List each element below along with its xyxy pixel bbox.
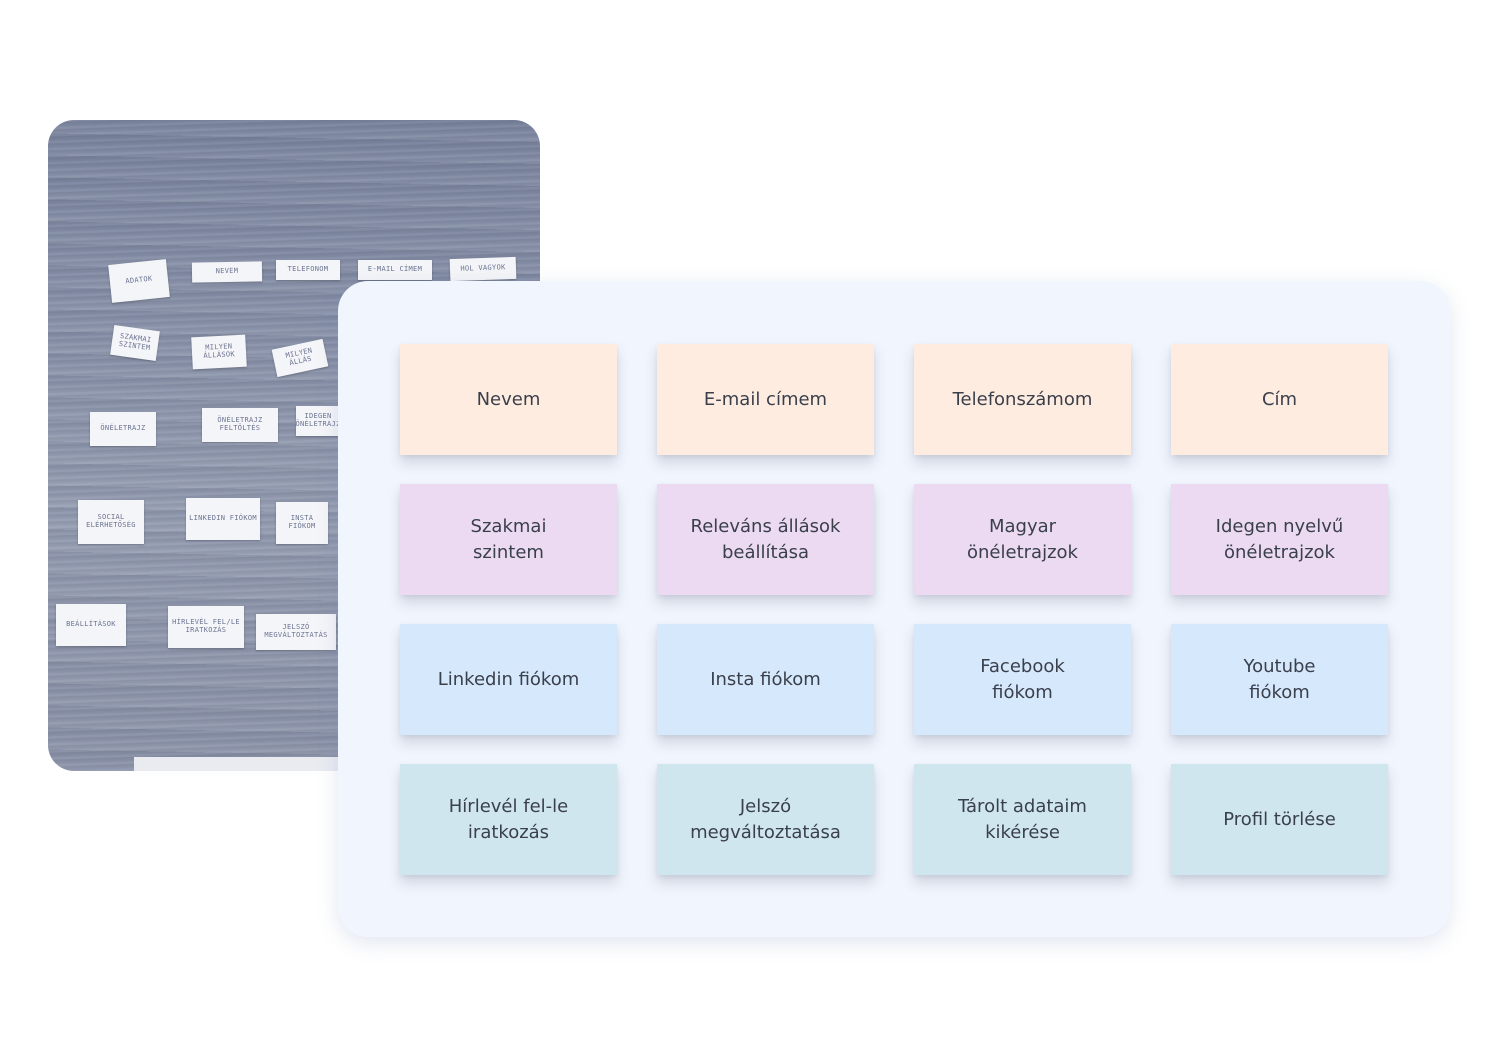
card-idegen-oneletrajzok[interactable]: Idegen nyelvű önéletrajzok xyxy=(1171,484,1388,595)
photo-paper-1: ADATOK xyxy=(108,259,170,303)
photo-paper-12: SOCIAL ELÉRHETŐSÉG xyxy=(78,500,144,544)
photo-paper-16: HÍRLEVÉL FEL/LE IRATKOZÁS xyxy=(168,606,244,648)
card-cim[interactable]: Cím xyxy=(1171,344,1388,455)
card-facebook[interactable]: Facebook fiókom xyxy=(914,624,1131,735)
photo-paper-2: NEVEM xyxy=(191,261,263,283)
photo-paper-3: TELEFONOM xyxy=(276,260,340,280)
card-magyar-oneletrajzok[interactable]: Magyar önéletrajzok xyxy=(914,484,1131,595)
card-linkedin[interactable]: Linkedin fiókom xyxy=(400,624,617,735)
photo-paper-5: HOL VAGYOK xyxy=(449,256,517,282)
card-profil-torles[interactable]: Profil törlése xyxy=(1171,764,1388,875)
photo-paper-14: INSTA FIÓKOM xyxy=(276,502,328,544)
photo-paper-13: LINKEDIN FIÓKOM xyxy=(186,498,260,540)
card-nevem[interactable]: Nevem xyxy=(400,344,617,455)
card-youtube[interactable]: Youtube fiókom xyxy=(1171,624,1388,735)
card-sort-board: Nevem E-mail címem Telefonszámom Cím Sza… xyxy=(338,281,1450,937)
photo-paper-4: E-MAIL CÍMEM xyxy=(358,260,432,280)
card-jelszo[interactable]: Jelszó megváltoztatása xyxy=(657,764,874,875)
card-email[interactable]: E-mail címem xyxy=(657,344,874,455)
card-grid: Nevem E-mail címem Telefonszámom Cím Sza… xyxy=(400,344,1388,875)
card-insta[interactable]: Insta fiókom xyxy=(657,624,874,735)
photo-paper-17: JELSZÓ MEGVÁLTOZTATÁS xyxy=(256,614,336,650)
photo-paper-10: ÖNÉLETRAJZ FELTÖLTÉS xyxy=(202,408,278,442)
card-telefonszam[interactable]: Telefonszámom xyxy=(914,344,1131,455)
photo-paper-7: MILYEN ÁLLÁSOK xyxy=(191,334,247,370)
photo-paper-8: MILYEN ÁLLÁS xyxy=(271,338,329,378)
card-hirlevel[interactable]: Hírlevél fel-le iratkozás xyxy=(400,764,617,875)
card-tarolt-adatok[interactable]: Tárolt adataim kikérése xyxy=(914,764,1131,875)
photo-paper-6: SZAKMAI SZINTEM xyxy=(110,324,160,362)
photo-paper-11: IDEGEN ÖNÉLETRAJZ xyxy=(296,406,340,436)
card-szakmai-szint[interactable]: Szakmai szintem xyxy=(400,484,617,595)
card-relevans-allasok[interactable]: Releváns állások beállítása xyxy=(657,484,874,595)
photo-paper-15: BEÁLLÍTÁSOK xyxy=(56,604,126,646)
photo-paper-9: ÖNÉLETRAJZ xyxy=(90,412,156,446)
